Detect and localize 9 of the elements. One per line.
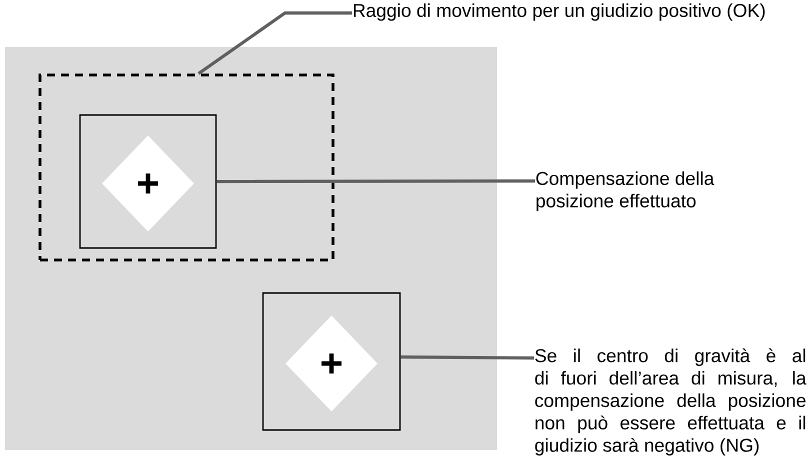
callout-text: Se il centro di gravità è al di fuori dell’area di misura, la compensazione della posizione non può essere effettuata e il giudizio sarà negativo (NG) [535, 348, 806, 456]
measurement-box [262, 292, 401, 431]
measurement-box [79, 114, 217, 249]
dashed-frame [38, 74, 334, 262]
leader-line [216, 179, 535, 184]
callout-text: Compensazione della posizione effettuato [536, 171, 714, 212]
leader-line [198, 11, 352, 75]
leader-line [400, 355, 534, 360]
callout-text: Raggio di movimento per un giudizio positivo (OK) [354, 3, 765, 21]
